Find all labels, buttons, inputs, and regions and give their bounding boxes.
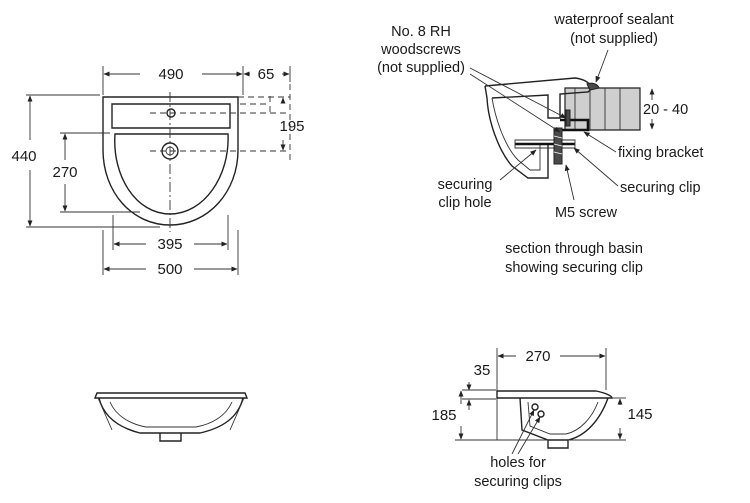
basin-bowl-outline xyxy=(114,133,229,215)
basin-deck-outline xyxy=(111,103,231,129)
section-detail: No. 8 RH woodscrews (not supplied) water… xyxy=(377,12,703,276)
side-basin-pedestal xyxy=(547,440,569,449)
dim-height-total: 440 xyxy=(11,148,36,165)
fixing-bracket xyxy=(560,118,590,132)
woodscrews-leader xyxy=(469,67,567,119)
elevation-waste xyxy=(159,433,182,442)
side-depth: 270 xyxy=(525,348,550,365)
screw-thread-1 xyxy=(553,135,563,139)
woodscrews-leader-2 xyxy=(469,73,561,133)
elevation-bowl xyxy=(98,397,244,434)
clip-hole-leader xyxy=(499,149,537,181)
side-basin-rim xyxy=(496,390,613,399)
holes-leader-2 xyxy=(517,416,541,455)
dim-side-offset: 65 xyxy=(258,66,275,83)
elevation-rim xyxy=(93,392,249,399)
holes-label-2: securing clips xyxy=(474,474,562,490)
basin-wall-section xyxy=(484,85,549,179)
front-view: 490 65 195 440 270 395 500 xyxy=(11,66,305,278)
sealant-label-1: waterproof sealant xyxy=(553,12,673,28)
basin-wall-inner xyxy=(491,97,541,171)
woodscrews-label-3: (not supplied) xyxy=(377,60,465,76)
fixing-bracket-leader xyxy=(583,131,617,153)
side-basin-inner xyxy=(527,401,599,435)
sealant-bead xyxy=(586,82,600,91)
fixing-bracket-label: fixing bracket xyxy=(618,145,703,161)
clip-hole-2 xyxy=(537,410,545,418)
side-view: 270 35 185 145 holes for securing clips xyxy=(431,348,653,490)
dim-width-top: 490 xyxy=(158,66,183,83)
side-height-bowl: 145 xyxy=(627,406,652,423)
clip-hole-1 xyxy=(531,403,539,411)
elevation-edge-right xyxy=(229,397,245,431)
sealant-leader xyxy=(595,49,609,83)
holes-label-1: holes for xyxy=(490,455,546,471)
side-rim: 35 xyxy=(474,362,491,379)
dim-height-bowl: 270 xyxy=(52,164,77,181)
elevation-inner xyxy=(109,401,233,428)
m5-screw-label: M5 screw xyxy=(555,205,618,221)
clip-hole-label-1: securing xyxy=(438,177,493,193)
countertop-hatch xyxy=(574,88,621,130)
side-basin-body xyxy=(519,397,609,441)
basin-outer-outline xyxy=(102,96,239,226)
section-caption-1: section through basin xyxy=(505,241,643,257)
countertop-section xyxy=(564,87,641,131)
securing-clip-label: securing clip xyxy=(620,180,701,196)
elevation-edge-left xyxy=(97,397,113,431)
section-caption-2: showing securing clip xyxy=(505,260,643,276)
dim-tap-offset: 195 xyxy=(279,118,304,135)
woodscrews-label-2: woodscrews xyxy=(380,42,461,58)
sealant-label-2: (not supplied) xyxy=(570,31,658,47)
dim-bowl-width: 395 xyxy=(157,236,182,253)
clip-hole-label-2: clip hole xyxy=(438,195,491,211)
woodscrews-label-1: No. 8 RH xyxy=(391,24,451,40)
m5-screw-leader xyxy=(564,164,575,201)
woodscrew xyxy=(565,109,571,127)
holes-leader-1 xyxy=(511,409,535,455)
securing-clip-leader xyxy=(573,147,619,187)
screw-thread-3 xyxy=(553,151,563,155)
screw-thread-2 xyxy=(553,143,563,147)
dim-width-total: 500 xyxy=(157,261,182,278)
thickness-label: 20 - 40 xyxy=(643,102,688,118)
front-elevation xyxy=(93,392,249,442)
side-height-total: 185 xyxy=(431,407,456,424)
